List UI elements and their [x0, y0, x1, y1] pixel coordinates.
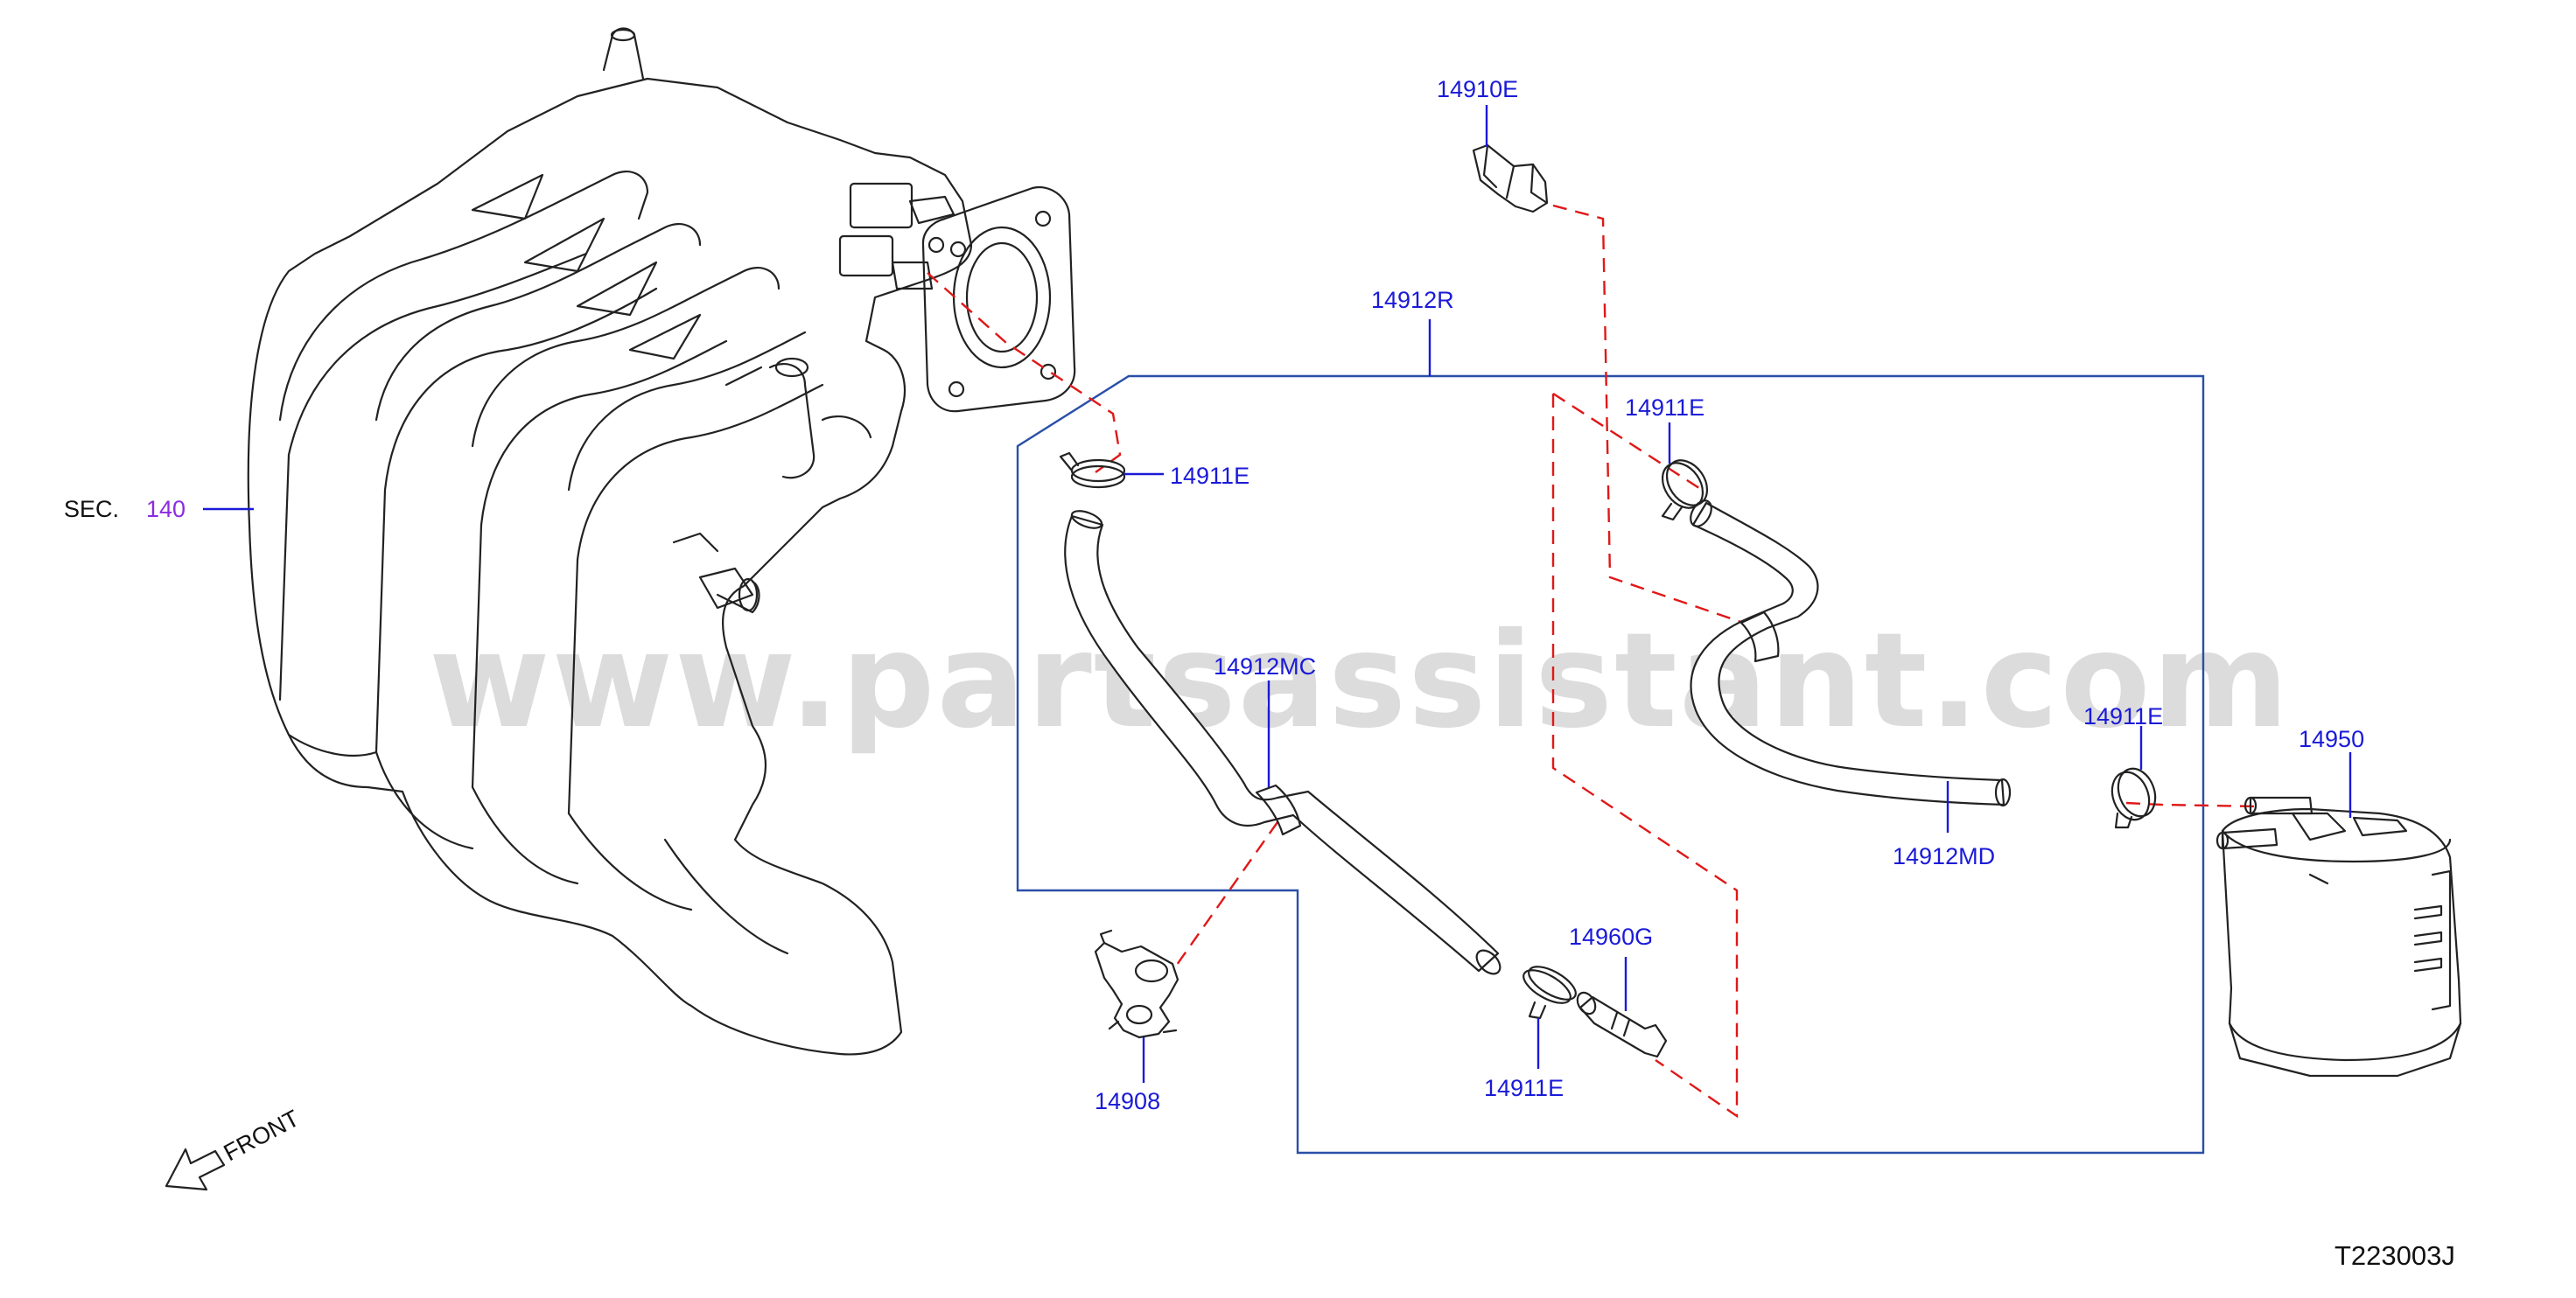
label-14950: 14950 [2299, 726, 2364, 752]
label-14910E: 14910E [1437, 76, 1518, 102]
label-14911E-bottom: 14911E [1484, 1075, 1564, 1101]
part-14910E-drawing [1472, 143, 1549, 213]
front-label: FRONT [220, 1105, 304, 1166]
diagram-code: T223003J [2334, 1240, 2455, 1271]
section-number: 140 [146, 496, 186, 522]
label-14911E-top-right: 14911E [1625, 394, 1704, 421]
clamp-bottom-drawing [1522, 966, 1577, 1020]
label-14912MD: 14912MD [1893, 843, 1995, 869]
label-14911E-top-left: 14911E [1170, 463, 1250, 489]
label-14912MC: 14912MC [1214, 653, 1316, 680]
section-prefix: SEC. [64, 496, 119, 522]
front-arrow-icon [164, 1148, 226, 1191]
watermark-text: www.partsassistant.com [429, 605, 2291, 757]
label-14960G: 14960G [1569, 924, 1653, 950]
label-14912R: 14912R [1371, 287, 1454, 313]
hose-14912MD-drawing [1690, 499, 2012, 807]
intake-manifold-drawing [247, 27, 1076, 1056]
hose-14912MC-drawing [1064, 510, 1502, 975]
label-14908: 14908 [1095, 1088, 1160, 1114]
part-14908-drawing [1094, 929, 1180, 1039]
part-14950-drawing [2216, 796, 2462, 1078]
part-14960G-drawing [1576, 991, 1668, 1058]
clamp-top-left-drawing [1059, 451, 1126, 489]
hose-assembly-frame [1016, 374, 2205, 1155]
label-14911E-right: 14911E [2083, 703, 2163, 729]
clamp-right-drawing [2110, 767, 2157, 829]
